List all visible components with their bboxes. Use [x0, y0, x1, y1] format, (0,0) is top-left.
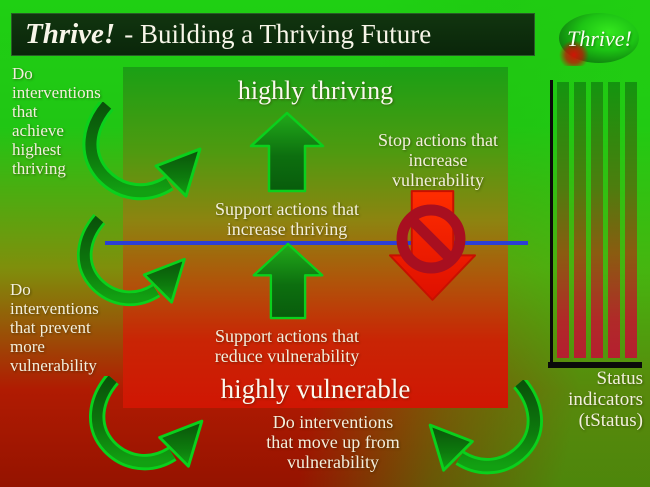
status-bar	[574, 82, 586, 358]
matrix-bottom-label: highly vulnerable	[220, 374, 411, 404]
status-axis-horizontal	[548, 362, 642, 368]
title-bar: Thrive! - Building a Thriving Future	[11, 13, 535, 56]
support-reduce-label: Support actions that reduce vulnerabilit…	[214, 326, 360, 366]
stop-actions-label: Stop actions that increase vulnerability	[378, 130, 498, 190]
status-chart	[548, 78, 642, 368]
matrix-top-label: highly thriving	[237, 76, 394, 105]
status-bar	[557, 82, 569, 358]
logo: Thrive!	[557, 11, 642, 66]
threshold-line	[105, 241, 528, 245]
label-interventions-thriving: Do interventions that achieve highest th…	[12, 64, 101, 178]
logo-text: Thrive!	[567, 25, 632, 51]
title-subtitle: - Building a Thriving Future	[124, 19, 432, 49]
status-label: Status indicators (tStatus)	[568, 368, 643, 431]
status-bar	[625, 82, 637, 358]
logo-sphere-icon	[559, 13, 639, 66]
label-interventions-move-up: Do interventions that move up from vulne…	[266, 412, 400, 472]
label-interventions-prevent: Do interventions that prevent more vulne…	[10, 280, 99, 375]
status-axis-vertical	[550, 80, 553, 363]
status-bar	[608, 82, 620, 358]
title-brand: Thrive!	[25, 18, 116, 50]
status-bar	[591, 82, 603, 358]
status-bars	[557, 82, 637, 358]
support-increase-label: Support actions that increase thriving	[215, 199, 359, 239]
